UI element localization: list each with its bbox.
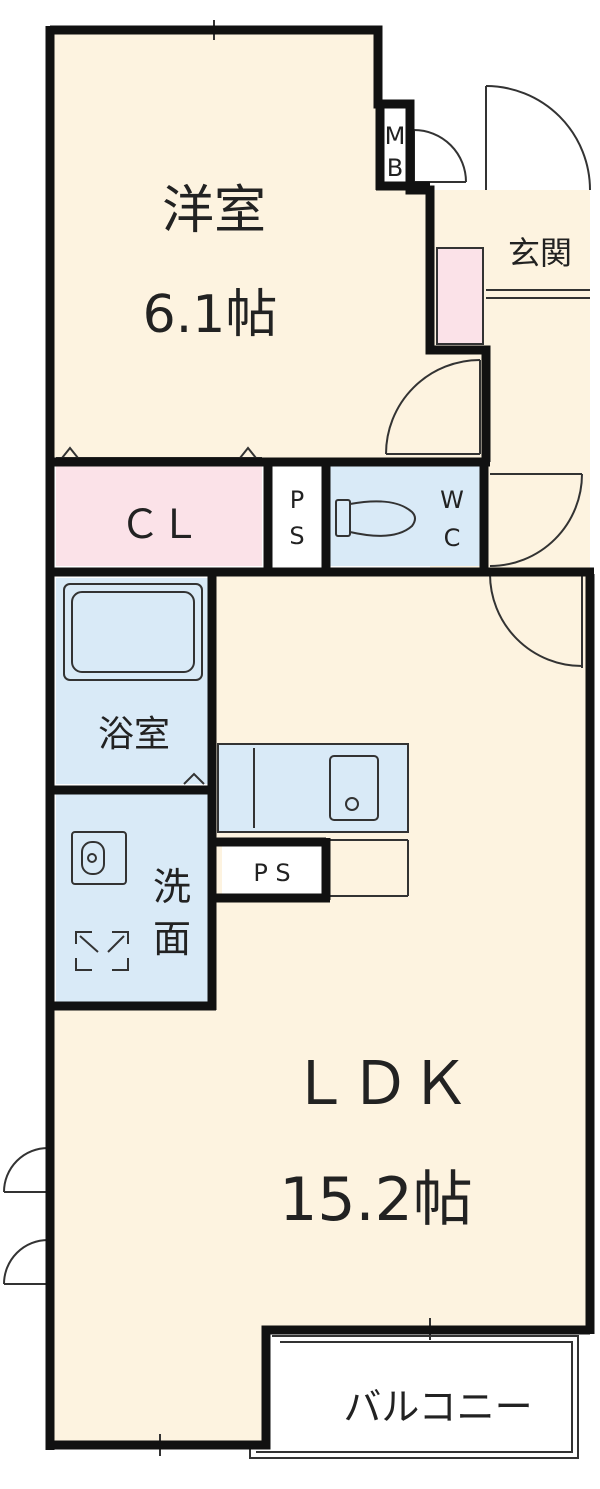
- entrance-shoe-box: [436, 247, 484, 345]
- kitchen-ps-label: P S: [253, 859, 290, 887]
- wc-label-c: C: [444, 524, 461, 552]
- kitchen-counter: [217, 743, 409, 833]
- ldk-size: 15.2帖: [279, 1165, 473, 1235]
- wc-floor: [328, 466, 480, 566]
- balcony-label: バルコニー: [343, 1385, 532, 1429]
- closet-floor: [56, 466, 262, 566]
- bathroom-label: 浴室: [98, 714, 170, 755]
- mb-label-b: B: [387, 154, 403, 182]
- ldk-name: ＬＤＫ: [290, 1049, 470, 1119]
- ps-label-p: P: [290, 486, 304, 514]
- western-room-size: 6.1帖: [143, 285, 278, 345]
- mb-box: [380, 112, 410, 182]
- washroom-label-1: 洗: [153, 865, 191, 909]
- ldk-floor: [50, 574, 590, 1445]
- wc-label-w: W: [440, 486, 464, 514]
- entrance-label: 玄関: [508, 234, 572, 272]
- washroom-floor: [56, 794, 212, 1002]
- ps-label-s: S: [289, 522, 304, 550]
- closet-label: ＣＬ: [120, 502, 200, 548]
- washroom-label-2: 面: [153, 917, 191, 961]
- mb-label-m: M: [385, 122, 406, 150]
- labels: 洋室 6.1帖 ＣＬ 玄関 浴室 洗 面 ＬＤＫ 15.2帖 バルコニー M B…: [98, 122, 572, 1429]
- walls: [45, 25, 595, 1450]
- western-room-name: 洋室: [162, 181, 266, 241]
- floor-fills: [50, 30, 590, 1445]
- western-room-floor: [50, 30, 486, 462]
- ps-floor: [272, 466, 322, 566]
- kitchen-ps-box: [222, 846, 322, 894]
